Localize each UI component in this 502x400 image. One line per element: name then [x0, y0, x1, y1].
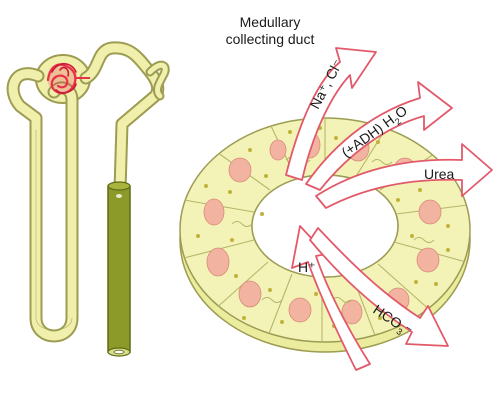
- label-urea: Urea: [424, 166, 455, 182]
- arrow-urea: [315, 143, 493, 209]
- collecting-duct-tube: [107, 185, 131, 353]
- nephron: [6, 41, 170, 357]
- glomerulus: [46, 62, 90, 95]
- arrow-sodium-chloride: [285, 47, 377, 181]
- diagram-title: Medullary collecting duct: [205, 14, 335, 48]
- arrow-bicarbonate: [309, 227, 449, 347]
- label-hydrogen: H⁺: [298, 259, 316, 275]
- title-line-2: collecting duct: [225, 31, 315, 47]
- arrow-water: [305, 81, 453, 191]
- title-line-1: Medullary: [239, 14, 301, 30]
- transport-arrows: [285, 47, 493, 371]
